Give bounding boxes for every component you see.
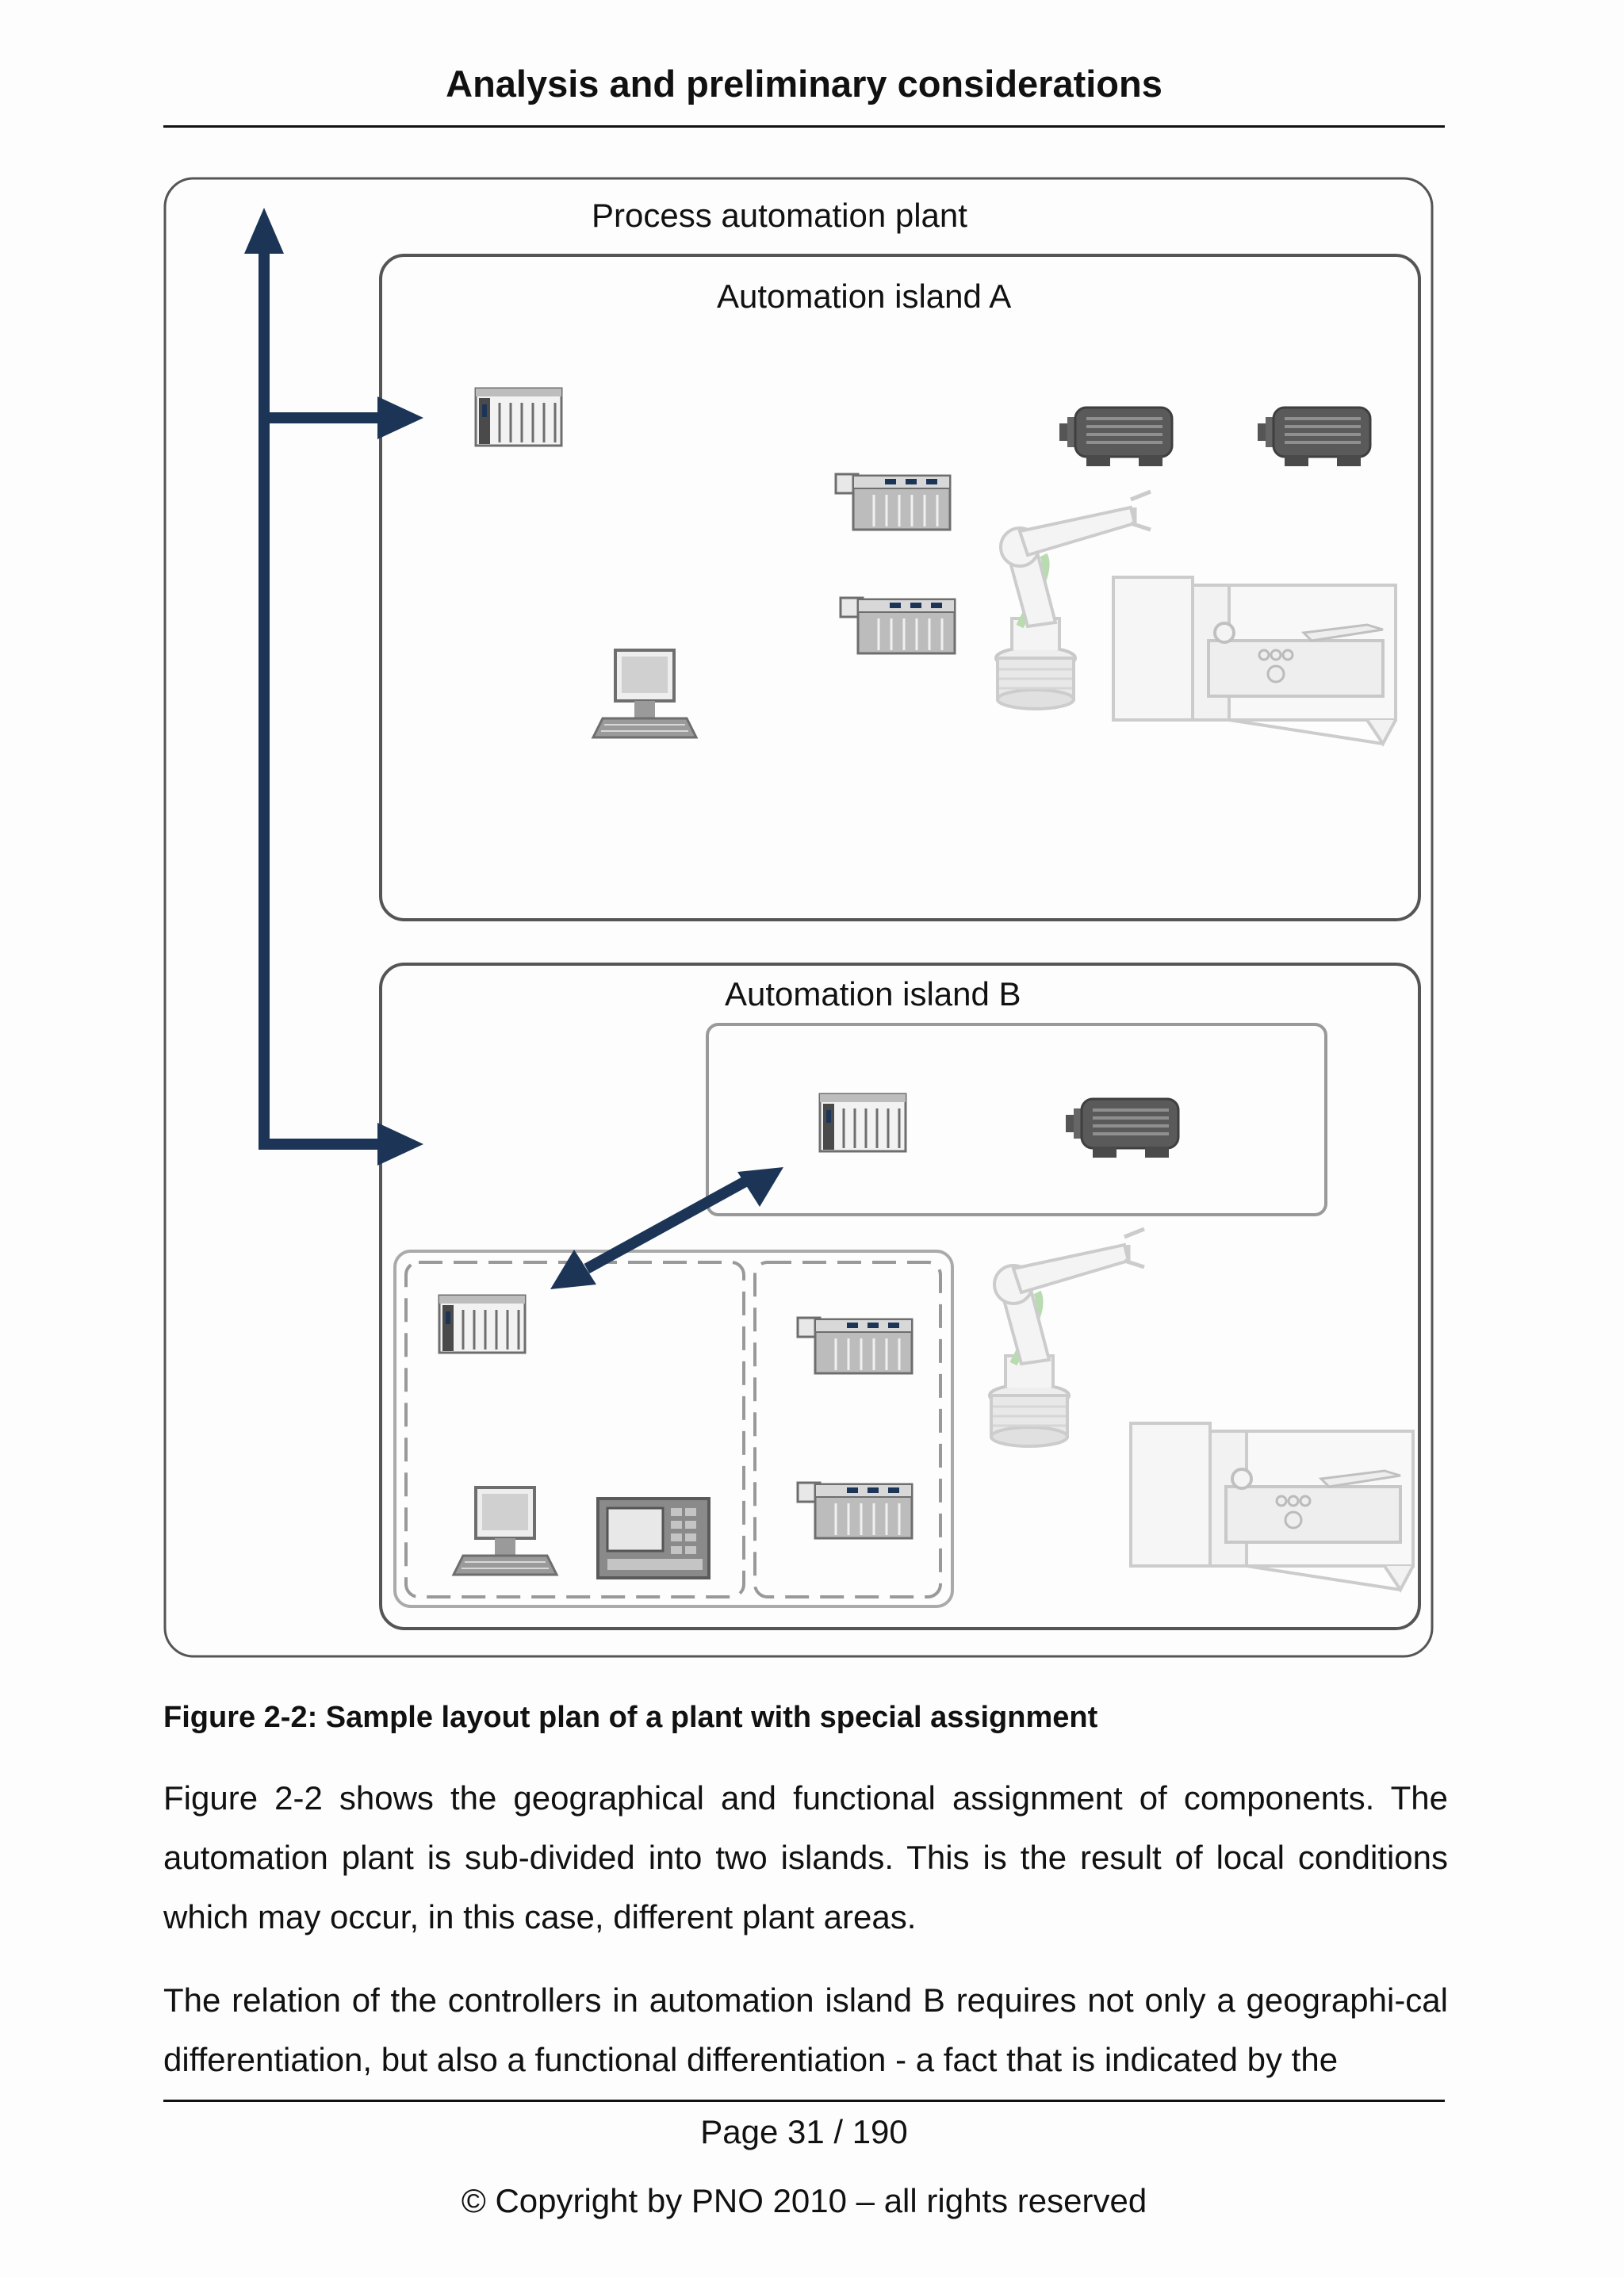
motor-icon [1058,406,1174,468]
controller-domain-2 [753,1261,942,1598]
motor-icon [1064,1097,1180,1159]
robot-arm-icon [990,1229,1144,1446]
bus-arrow-up-icon [244,208,284,254]
body-paragraph: The relation of the controllers in autom… [163,1981,1448,2078]
header-rule [163,125,1445,128]
arrow-to-island-b-icon [377,1123,423,1166]
controller-relation-arrow [550,1167,783,1289]
plant-layout-diagram [163,177,1434,1658]
figure-caption: Figure 2-2: Sample layout plan of a plan… [163,1701,1098,1734]
island-a-label: Automation island A [717,278,1012,315]
io-station-icon [839,596,956,655]
footer-rule [163,2100,1445,2102]
workstation-icon [452,1486,558,1576]
arrow-to-island-a-icon [377,396,423,439]
machine-tool-icon [1129,1422,1415,1591]
plc-rack-icon [474,387,563,447]
network-bus [244,208,423,1166]
body-paragraph: Figure 2-2 shows the geographical and fu… [163,1779,1448,1935]
island-b-subarea-frame [706,1023,1327,1216]
io-station-icon [796,1316,914,1375]
island-a-frame [379,254,1421,921]
io-station-icon [796,1481,914,1540]
plant-frame [163,177,1434,1658]
island-b-frame [379,963,1421,1630]
io-station-icon [834,473,952,531]
plant-label: Process automation plant [592,197,967,234]
motor-icon [1256,406,1372,468]
workstation-icon [592,649,698,739]
operator-panel-icon [596,1497,710,1579]
plc-rack-icon [438,1294,527,1354]
island-b-controller-group [393,1250,954,1608]
copyright-notice: © Copyright by PNO 2010 – all rights res… [461,2182,1147,2219]
page-header-title: Analysis and preliminary considerations [446,63,1162,105]
page-number: Page 31 / 190 [700,2113,908,2150]
machine-tool-icon [1112,576,1397,745]
island-b-label: Automation island B [725,975,1021,1013]
plc-rack-icon [818,1093,907,1153]
